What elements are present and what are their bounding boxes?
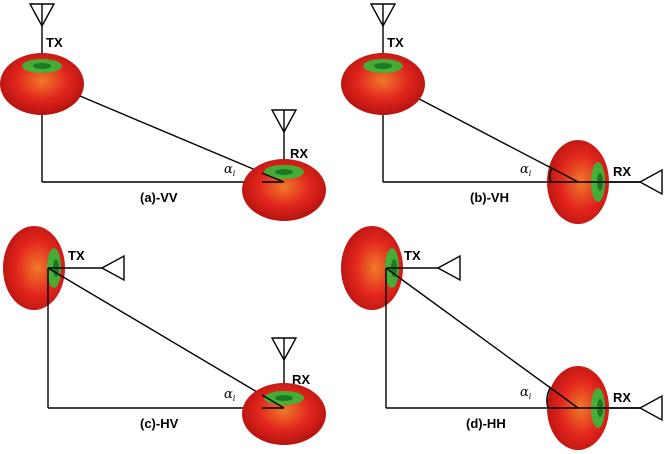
- path-line: [41, 79, 285, 183]
- panel-b: TX αi RX (b)-VH: [341, 3, 663, 224]
- tx-antenna-icon: [48, 254, 125, 282]
- angle-label: αi: [224, 387, 236, 403]
- tx-radiation-lobe: [0, 53, 84, 115]
- angle-label: αi: [224, 162, 236, 178]
- rx-radiation-lobe: [242, 159, 326, 221]
- tx-radiation-lobe: [341, 53, 425, 115]
- rx-antenna-icon: [578, 394, 663, 422]
- panel-caption: (a)-VV: [140, 190, 178, 205]
- tx-label: TX: [68, 248, 85, 263]
- path-line: [385, 267, 579, 409]
- panel-d: TX αi RX (d)-HH: [341, 226, 663, 450]
- rx-label: RX: [290, 146, 308, 161]
- tx-antenna-icon: [369, 3, 397, 62]
- path-line: [47, 267, 285, 409]
- panel-caption: (d)-HH: [466, 416, 506, 431]
- panel-c: TX αi RX (c)-HV: [3, 226, 326, 445]
- rx-label: RX: [292, 372, 310, 387]
- tx-antenna-icon: [386, 254, 461, 282]
- panel-caption: (c)-HV: [140, 416, 179, 431]
- rx-antenna-icon: [578, 168, 663, 196]
- rx-label: RX: [613, 390, 631, 405]
- rx-radiation-lobe: [242, 383, 326, 445]
- angle-arc: [549, 167, 553, 183]
- angle-label: αi: [520, 385, 532, 401]
- tx-radiation-lobe: [3, 226, 65, 310]
- tx-label: TX: [387, 35, 404, 50]
- panel-a: αi TX RX (a)-VV: [0, 3, 326, 221]
- tx-label: TX: [46, 35, 63, 50]
- angle-label: αi: [520, 162, 532, 178]
- panel-caption: (b)-VH: [470, 190, 509, 205]
- tx-label: TX: [404, 248, 421, 263]
- tx-antenna-icon: [28, 3, 56, 62]
- angle-arc: [546, 387, 551, 409]
- rx-label: RX: [613, 164, 631, 179]
